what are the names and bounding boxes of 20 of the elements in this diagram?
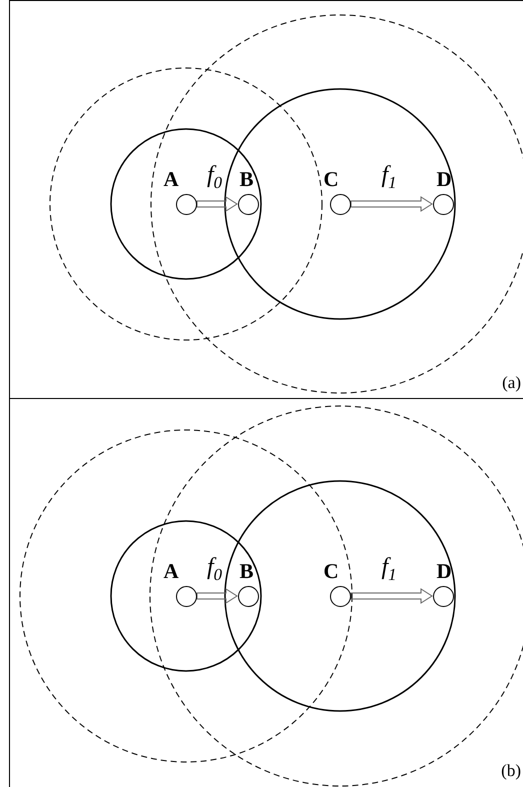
- panel-frame: [9, 0, 523, 399]
- edge-label: f$_{0}$: [207, 554, 222, 586]
- node-letter: A: [164, 167, 179, 191]
- node-letter: B: [240, 559, 254, 583]
- panel-frame: [9, 398, 523, 787]
- hollow-arrow: [350, 196, 433, 212]
- node-letter: C: [324, 559, 339, 583]
- hollow-arrow: [196, 588, 238, 604]
- edge-label: f$_{0}$: [207, 162, 222, 194]
- node-letter: D: [436, 559, 452, 583]
- node-letter: B: [240, 167, 254, 191]
- hollow-arrow: [196, 196, 238, 212]
- panel-label: (b): [501, 761, 521, 781]
- panel-label: (a): [502, 373, 521, 393]
- edge-label: f$_{1}$: [382, 162, 397, 194]
- node-letter: D: [436, 167, 452, 191]
- node-letter: A: [164, 559, 179, 583]
- edge-label: f$_{1}$: [382, 554, 397, 586]
- hollow-arrow: [350, 588, 433, 604]
- node-letter: C: [324, 167, 339, 191]
